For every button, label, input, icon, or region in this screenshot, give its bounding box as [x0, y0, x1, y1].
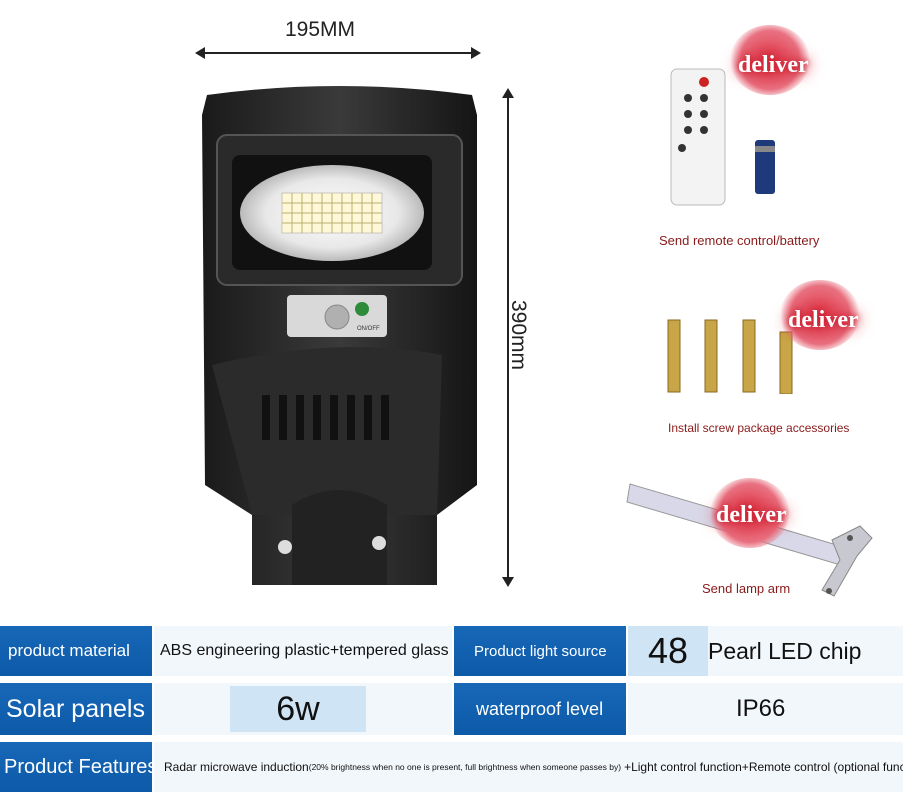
height-dimension-line	[502, 88, 514, 587]
accessory-caption-remote: Send remote control/battery	[659, 233, 820, 248]
spec-features-part1: Radar microwave induction	[164, 760, 309, 774]
width-dimension-label: 195MM	[285, 18, 356, 41]
height-dimension-label: 390mm	[507, 300, 530, 371]
spec-solar-cell: 6w	[154, 683, 452, 735]
deliver-badge-3-blob	[710, 478, 790, 548]
deliver-badge-3: deliver	[716, 502, 787, 528]
deliver-badge-2: deliver	[788, 307, 859, 333]
deliver-badge-2-blob	[780, 280, 860, 350]
width-dimension-line	[195, 47, 481, 59]
spec-solar-label: Solar panels	[0, 683, 152, 735]
spec-features-part2: (20% brightness when no one is present, …	[308, 762, 622, 772]
battery-image	[752, 138, 778, 196]
spec-material-value: ABS engineering plastic+tempered glass	[154, 626, 452, 676]
spec-features-value: Radar microwave induction (20% brightnes…	[154, 742, 903, 792]
spec-features-part3: +Light control function+Remote control (…	[624, 760, 903, 774]
spec-solar-value: 6w	[230, 686, 366, 732]
spec-waterproof-value: IP66	[628, 683, 903, 735]
spec-light-source-count: 48	[628, 626, 708, 676]
spec-features-label: Product Features	[0, 742, 152, 792]
deliver-badge-1-blob	[730, 25, 810, 95]
deliver-badge-1: deliver	[738, 52, 809, 78]
accessory-caption-screws: Install screw package accessories	[668, 421, 850, 435]
screws-image	[660, 312, 800, 395]
on-off-switch-label: ON/OFF	[357, 326, 380, 332]
spec-light-source-value: Pearl LED chip	[708, 626, 903, 676]
spec-light-source-label: Product light source	[454, 626, 626, 676]
solar-street-lamp-image: ON/OFF	[197, 85, 482, 585]
spec-waterproof-label: waterproof level	[454, 683, 626, 735]
accessory-caption-arm: Send lamp arm	[702, 581, 791, 596]
spec-material-label: product material	[0, 626, 152, 676]
remote-control-image	[670, 68, 726, 206]
